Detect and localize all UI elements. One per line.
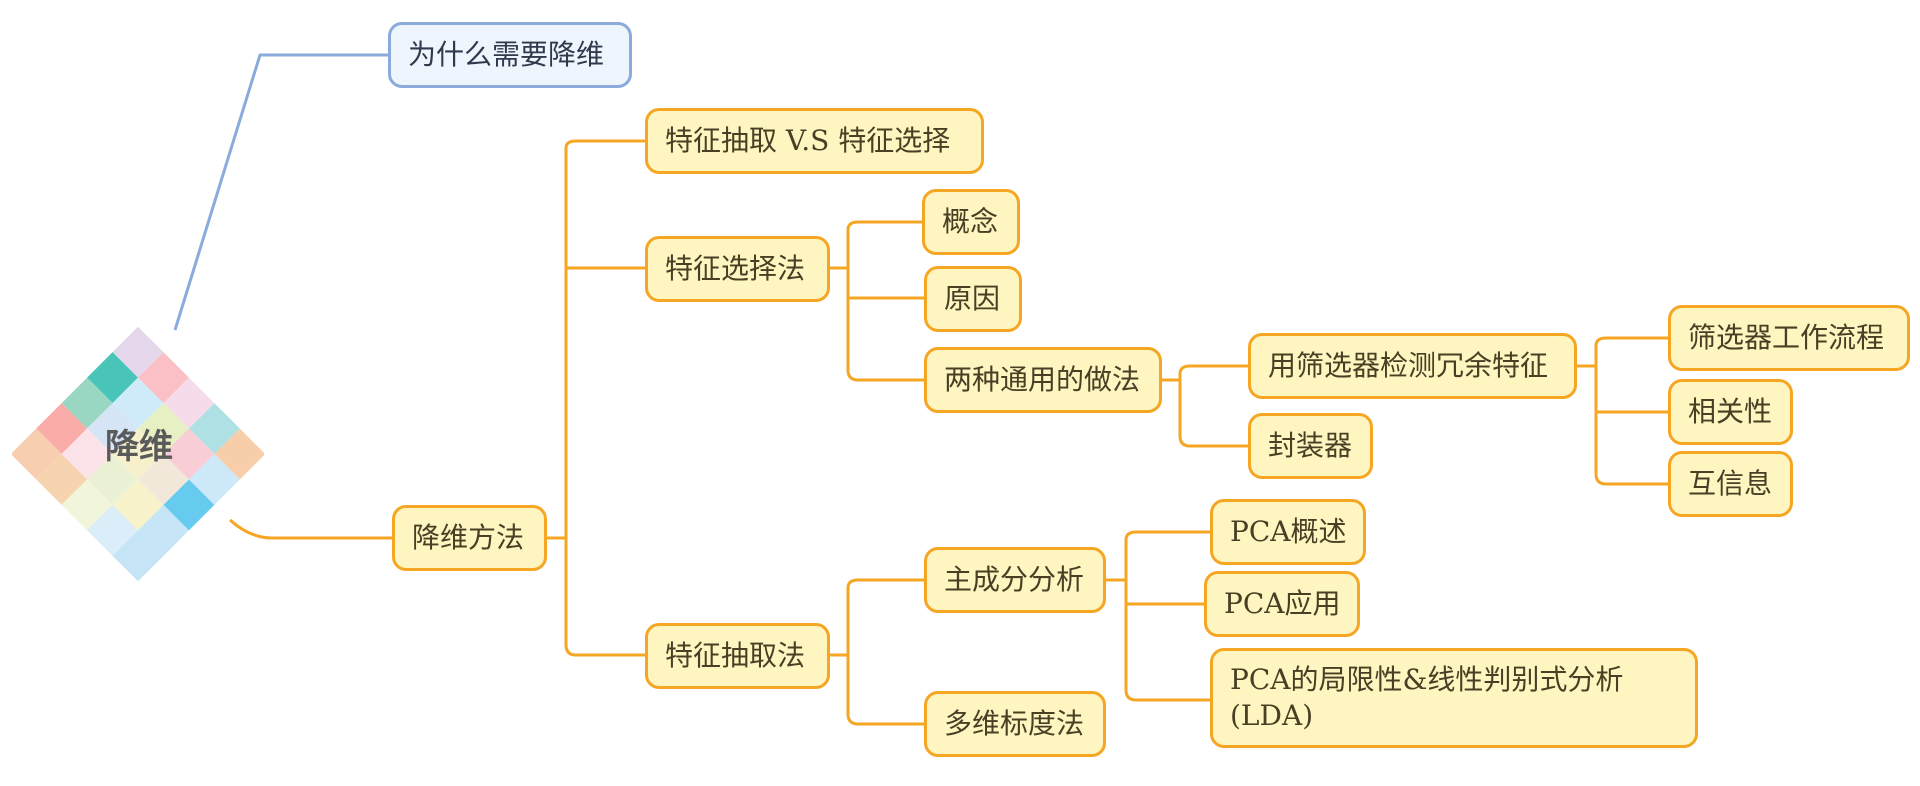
node-feature-selection[interactable]: 特征选择法 xyxy=(645,236,830,302)
connector-root-methods xyxy=(228,518,392,540)
node-label: PCA的局限性&线性判别式分析(LDA) xyxy=(1230,663,1624,732)
root-label[interactable]: 降维 xyxy=(105,427,173,467)
node-label: 互信息 xyxy=(1688,467,1773,500)
node-label: 降维方法 xyxy=(412,521,525,554)
node-wrapper[interactable]: 封装器 xyxy=(1248,413,1373,479)
node-concept[interactable]: 概念 xyxy=(922,189,1020,255)
node-filter-redundant-features[interactable]: 用筛选器检测冗余特征 xyxy=(1248,333,1577,399)
node-label: 特征选择法 xyxy=(665,252,806,285)
node-correlation[interactable]: 相关性 xyxy=(1668,379,1793,445)
node-extract-vs-select[interactable]: 特征抽取 V.S 特征选择 xyxy=(645,108,984,174)
node-filter-workflow[interactable]: 筛选器工作流程 xyxy=(1668,305,1910,371)
connector-extraction-children xyxy=(828,578,926,726)
node-label: 特征抽取法 xyxy=(665,639,806,672)
node-pca-limits-lda[interactable]: PCA的局限性&线性判别式分析(LDA) xyxy=(1210,648,1698,748)
node-label: 主成分分析 xyxy=(944,563,1085,596)
node-reason[interactable]: 原因 xyxy=(924,266,1022,332)
node-label: 用筛选器检测冗余特征 xyxy=(1268,349,1549,382)
node-label: 两种通用的做法 xyxy=(944,363,1141,396)
node-pca-overview[interactable]: PCA概述 xyxy=(1210,499,1366,565)
node-two-common-methods[interactable]: 两种通用的做法 xyxy=(924,347,1162,413)
connector-pca-children xyxy=(1104,530,1212,702)
node-label: 相关性 xyxy=(1688,395,1773,428)
node-reduction-methods[interactable]: 降维方法 xyxy=(392,505,547,571)
connector-filter-children xyxy=(1575,336,1670,486)
node-label: 特征抽取 V.S 特征选择 xyxy=(665,124,951,157)
node-label: 筛选器工作流程 xyxy=(1688,321,1885,354)
node-label: PCA概述 xyxy=(1230,515,1347,548)
node-pca[interactable]: 主成分分析 xyxy=(924,547,1106,613)
node-label: 原因 xyxy=(944,282,1001,315)
node-label: 为什么需要降维 xyxy=(408,38,605,71)
node-label: PCA应用 xyxy=(1224,587,1341,620)
connector-selection-children xyxy=(828,220,926,382)
node-feature-extraction[interactable]: 特征抽取法 xyxy=(645,623,830,689)
node-label: 封装器 xyxy=(1268,429,1353,462)
node-pca-application[interactable]: PCA应用 xyxy=(1204,571,1360,637)
connector-methods-children xyxy=(545,139,647,657)
connector-twomethods-children xyxy=(1160,364,1250,448)
root-mosaic-icon xyxy=(12,327,264,581)
connector-root-why xyxy=(173,53,390,331)
node-why-reduce-dimension[interactable]: 为什么需要降维 xyxy=(388,22,632,88)
node-label: 多维标度法 xyxy=(944,707,1085,740)
node-mds[interactable]: 多维标度法 xyxy=(924,691,1106,757)
node-label: 概念 xyxy=(942,205,999,238)
node-mutual-information[interactable]: 互信息 xyxy=(1668,451,1793,517)
